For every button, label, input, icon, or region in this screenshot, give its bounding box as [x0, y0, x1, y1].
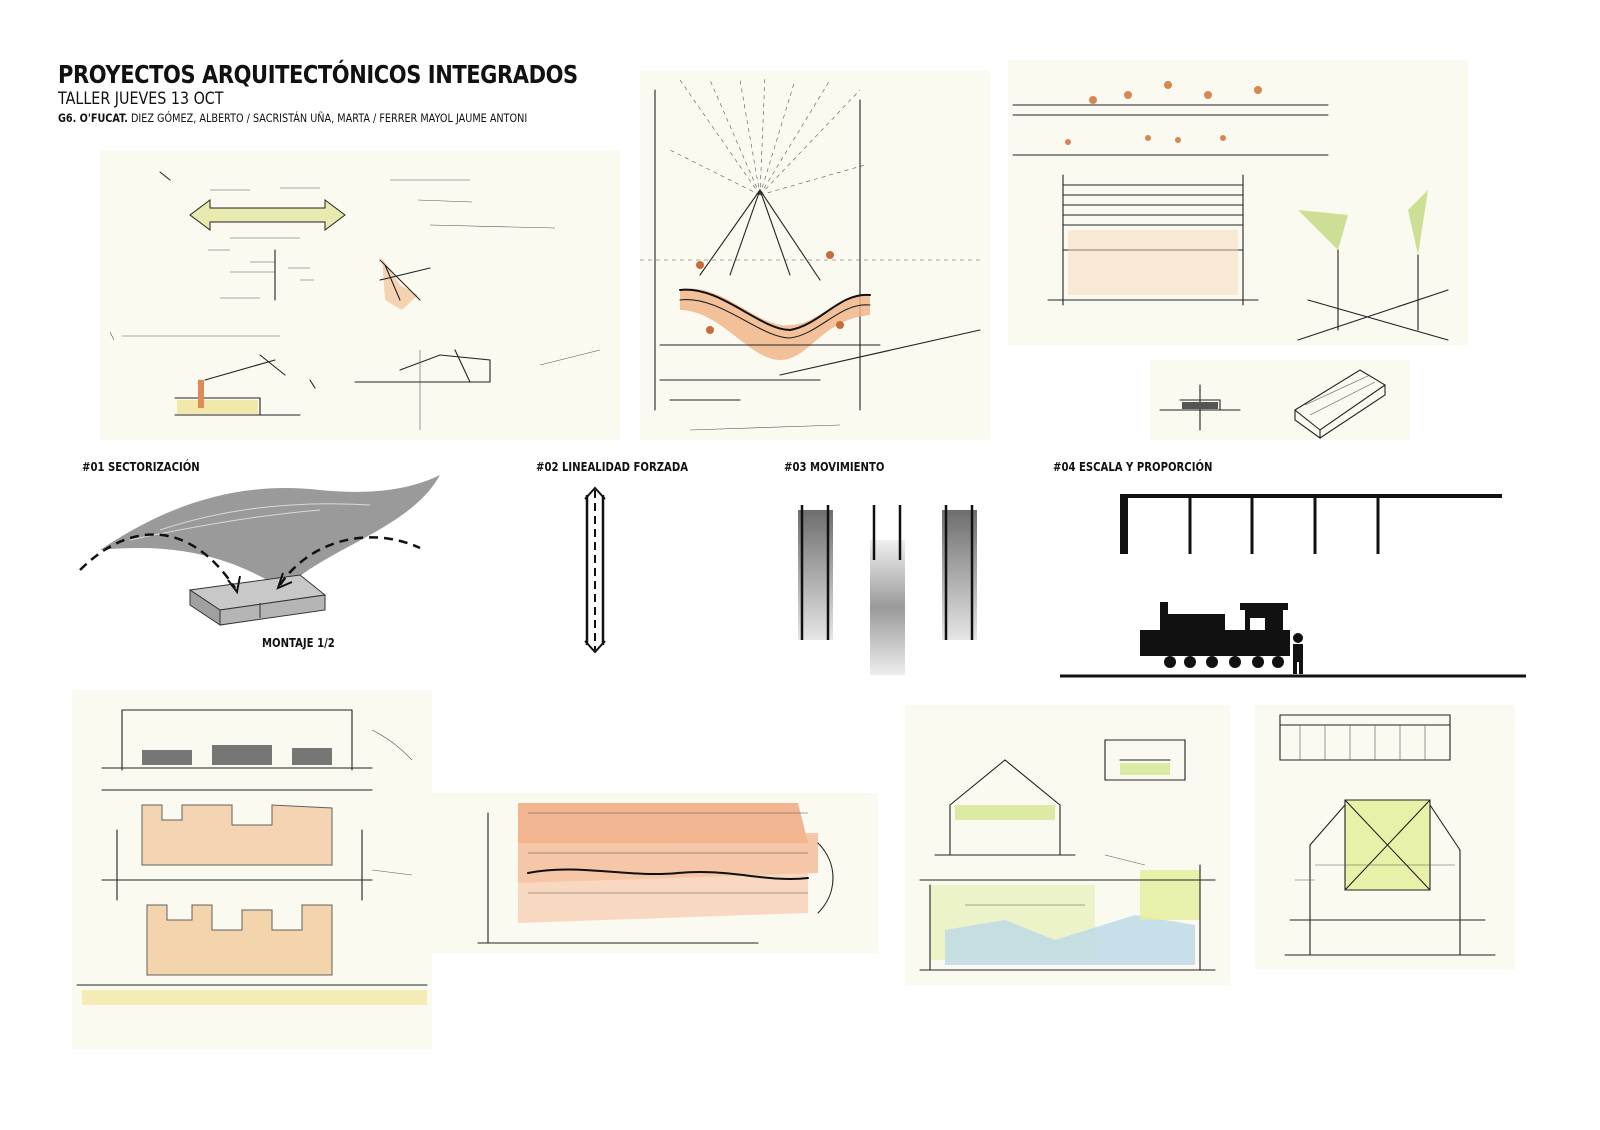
- author-names: DIEZ GÓMEZ, ALBERTO / SACRISTÁN UÑA, MAR…: [130, 111, 528, 125]
- person-figure-icon: [1293, 633, 1303, 674]
- page-title: PROYECTOS ARQUITECTÓNICOS INTEGRADOS: [58, 60, 578, 89]
- sketch-program-diagram: [100, 150, 620, 440]
- sketch-container-detail: [1150, 360, 1410, 440]
- sketch-section-yellow-box: [1255, 705, 1515, 970]
- sketch-section-light-rays: [640, 70, 990, 440]
- sketch-sectorization-elevations: [72, 690, 432, 1050]
- sketch-publico-privado-section: [428, 793, 878, 953]
- diagram-01-caption: MONTAJE 1/2: [262, 636, 335, 650]
- group-name: G6. O'FUCAT.: [58, 111, 128, 125]
- section-label-02: #02 LINEALIDAD FORZADA: [536, 460, 689, 474]
- authors-line: G6. O'FUCAT. DIEZ GÓMEZ, ALBERTO / SACRI…: [58, 111, 578, 125]
- diagram-movimiento: [798, 505, 977, 675]
- section-label-03: #03 MOVIMIENTO: [784, 460, 885, 474]
- diagram-sectorizacion: [79, 475, 440, 626]
- sketch-figures-and-elevations: [1008, 60, 1468, 345]
- sketch-section-green-volumes: [905, 705, 1230, 985]
- locomotive-icon: [1140, 602, 1290, 668]
- section-label-01: #01 SECTORIZACIÓN: [82, 460, 200, 474]
- section-label-04: #04 ESCALA Y PROPORCIÓN: [1053, 460, 1213, 474]
- header: PROYECTOS ARQUITECTÓNICOS INTEGRADOS TAL…: [58, 60, 677, 125]
- diagram-linealidad-forzada: [584, 486, 606, 654]
- page-subtitle: TALLER JUEVES 13 OCT: [58, 89, 224, 109]
- diagram-escala-proporcion: [1060, 494, 1526, 678]
